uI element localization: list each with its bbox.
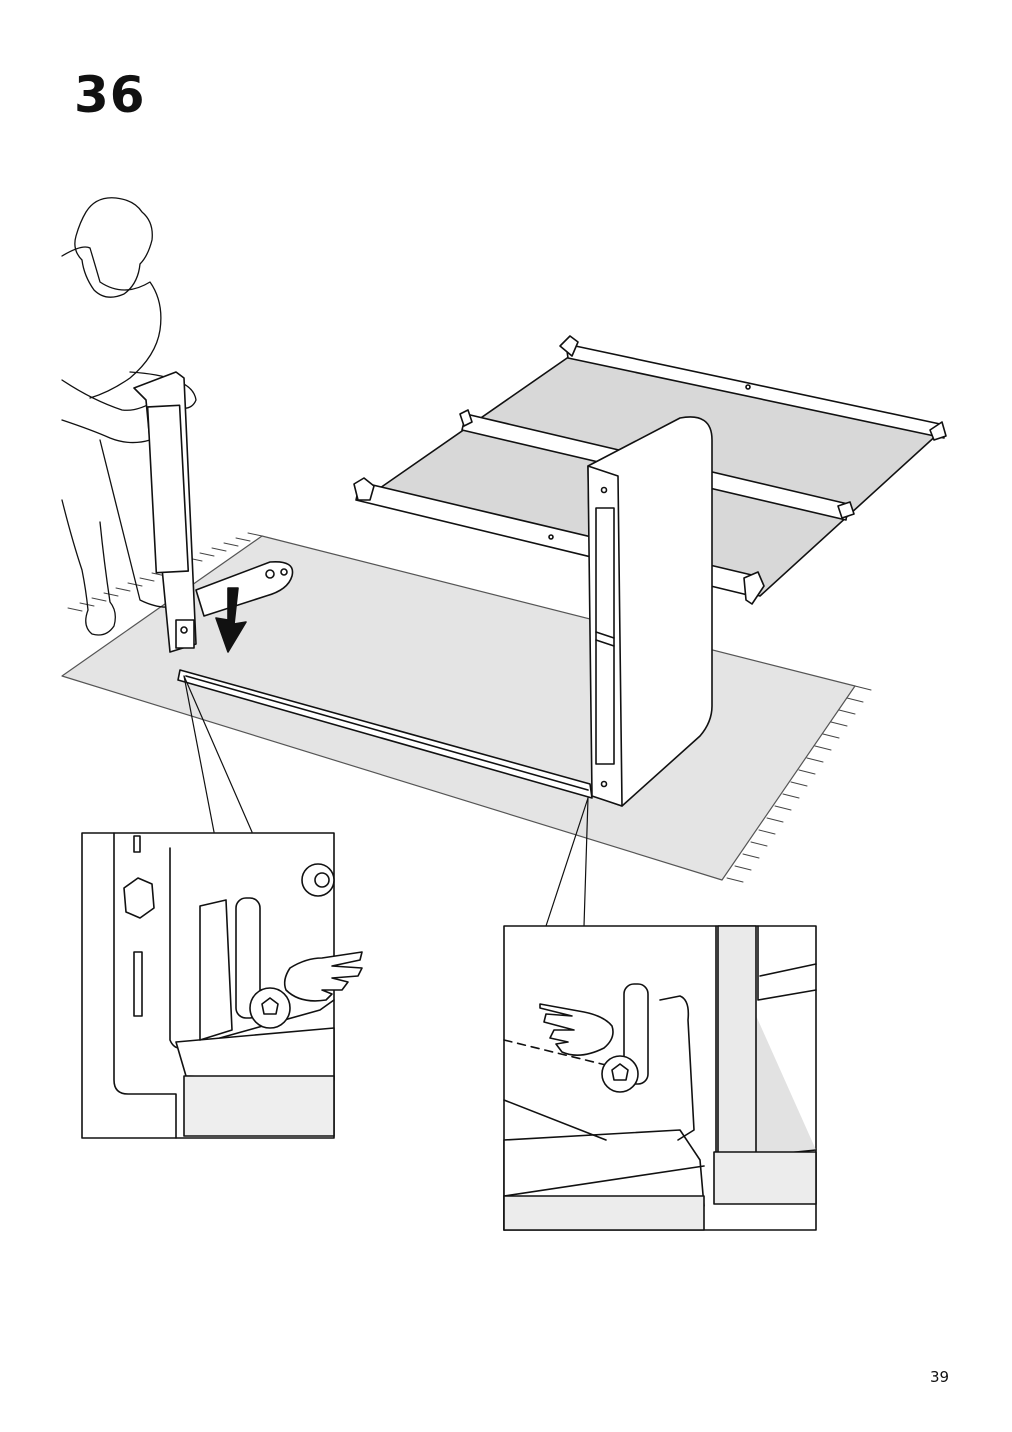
callout-lines — [183, 675, 589, 927]
page-number: 39 — [930, 1368, 950, 1386]
detail-view-left — [81, 832, 363, 1139]
detail-view-right — [503, 925, 817, 1231]
down-arrow-icon — [215, 587, 247, 653]
pointing-hand-icon — [539, 1003, 614, 1056]
person-icon — [61, 197, 197, 636]
base-rail — [177, 669, 593, 799]
step-number: 36 — [74, 66, 146, 124]
armrest-icon — [133, 371, 294, 653]
armrest-icon — [587, 416, 713, 807]
pointing-hand-icon — [283, 951, 363, 1002]
rug-icon — [61, 532, 872, 883]
